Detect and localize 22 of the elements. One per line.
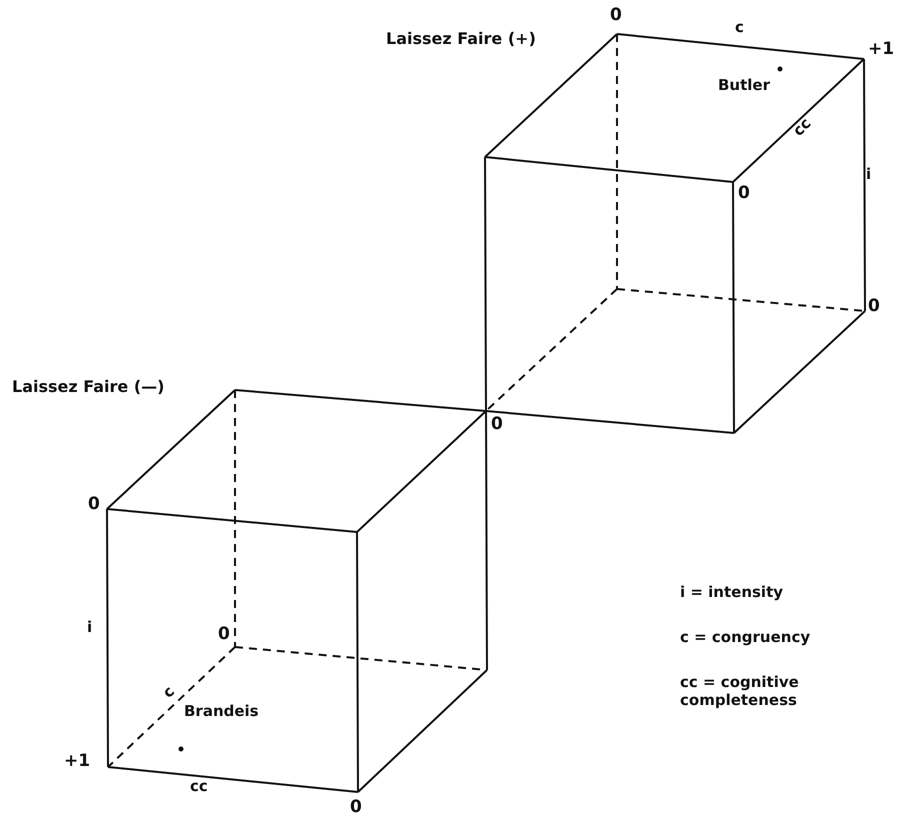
axis-value: 0: [218, 625, 230, 643]
axis-label: cc: [789, 114, 815, 140]
cube-title: Laissez Faire (—): [12, 378, 164, 396]
legend-text: c = congruency: [680, 628, 810, 646]
axis-value: 0: [738, 184, 750, 202]
axis-value: 0: [491, 415, 503, 433]
axis-label: cc: [190, 777, 208, 795]
axis-value: 0: [88, 495, 100, 513]
legend-text: cc = cognitive completeness: [680, 673, 800, 709]
axis-value: 0: [350, 798, 362, 816]
axis-label: c: [158, 682, 178, 702]
axis-label: i: [866, 165, 872, 183]
legend-text: i = intensity: [680, 583, 784, 601]
axis-value: 0: [868, 297, 880, 315]
axis-label: i: [87, 618, 92, 636]
axis-value: +1: [868, 40, 894, 58]
axis-label: c: [735, 18, 744, 36]
axis-value: +1: [64, 752, 90, 770]
point-label: Butler: [718, 76, 770, 94]
axis-value: 0: [610, 6, 622, 24]
cube-title: Laissez Faire (+): [386, 30, 536, 48]
point-label: Brandeis: [184, 702, 259, 720]
